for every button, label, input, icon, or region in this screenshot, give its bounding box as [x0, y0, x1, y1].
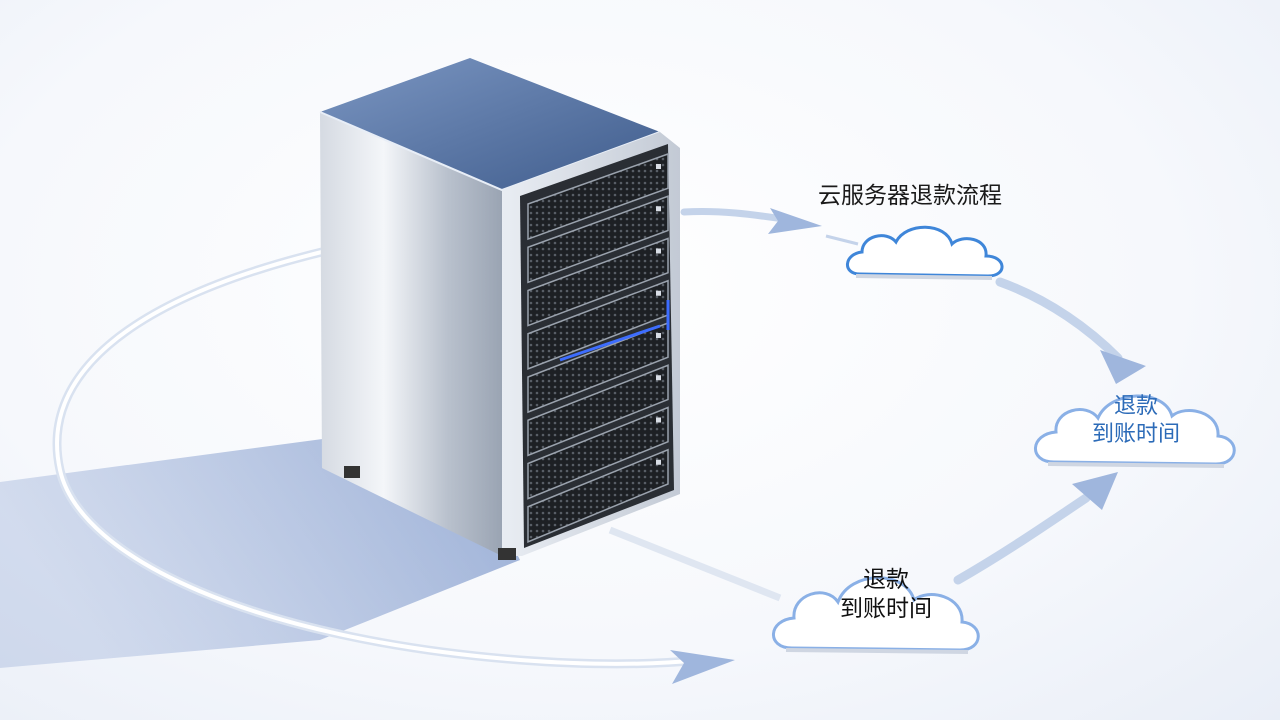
status-light-icon	[656, 248, 661, 254]
status-light-icon	[656, 333, 661, 338]
cloud-icon	[1034, 394, 1236, 468]
status-light-icon	[656, 290, 661, 296]
drive-bay	[527, 195, 669, 284]
cloud-label-line2: 到账时间	[1091, 421, 1180, 447]
cloud-label-right: 退款 到账时间	[1074, 393, 1198, 448]
drive-bay	[527, 152, 669, 241]
cloud-label-line1: 退款	[863, 567, 909, 593]
cloud-label-bottom: 退款 到账时间	[806, 566, 966, 624]
cloud-icon	[772, 576, 980, 654]
arrow-icon	[1072, 472, 1118, 510]
cloud-label-line2: 到账时间	[840, 595, 932, 622]
status-light-icon	[656, 417, 661, 423]
cloud-label-line1: 退款	[1113, 394, 1158, 419]
status-light-icon	[656, 164, 661, 169]
arrow-icon	[768, 208, 822, 234]
dash-connector	[608, 526, 782, 602]
drive-bay	[527, 448, 669, 543]
status-light-icon	[656, 375, 661, 381]
arrow-icon	[1100, 350, 1146, 384]
arrow-icon	[953, 493, 1091, 585]
status-light-icon	[656, 206, 661, 212]
drive-bay	[527, 364, 669, 457]
diagram-title: 云服务器退款流程	[818, 183, 1002, 209]
dash-connector	[825, 234, 859, 246]
cloud-icon	[846, 225, 1004, 280]
arrow-icon	[670, 650, 735, 684]
drive-bay	[527, 406, 669, 500]
drive-bays	[527, 152, 670, 543]
drive-bay	[527, 321, 669, 414]
activity-glow	[559, 324, 661, 362]
arrow-icon	[995, 277, 1123, 363]
status-light-icon	[656, 459, 661, 465]
flow-ring-inner	[55, 248, 702, 666]
drive-bay	[527, 237, 669, 327]
